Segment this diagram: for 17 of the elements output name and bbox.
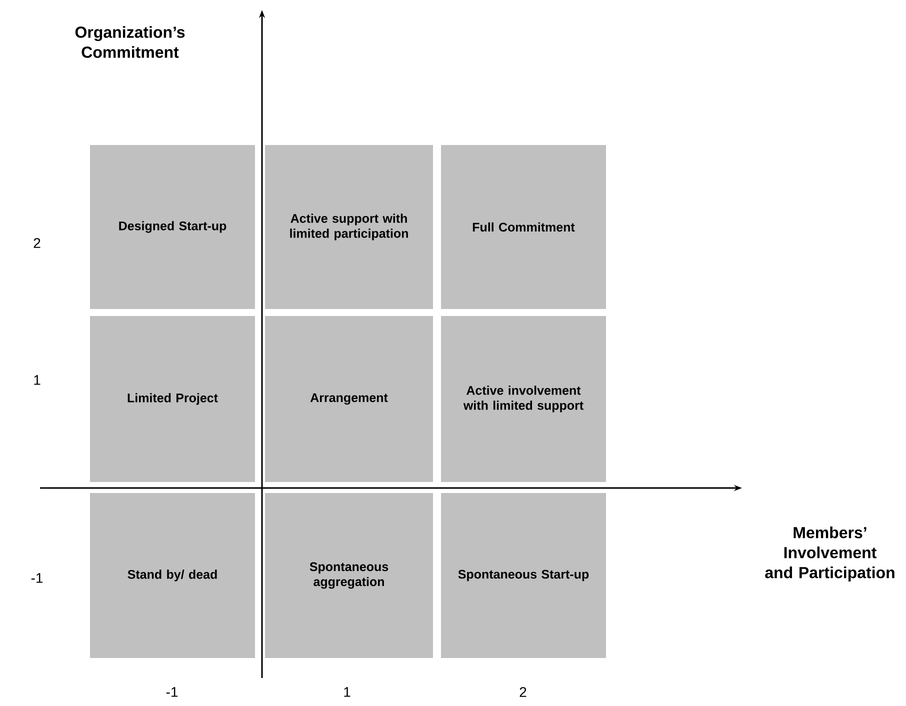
tick-label: -1 bbox=[166, 687, 178, 697]
grid-cell: Active support with limited participation bbox=[265, 145, 433, 309]
tick-label: 2 bbox=[34, 238, 40, 248]
axis-title: Members’ Involvement and Participation bbox=[765, 526, 894, 582]
grid-cell: Active involvement with limited support bbox=[441, 316, 606, 482]
tick-label: 1 bbox=[34, 375, 40, 385]
grid-cell: Limited Project bbox=[90, 316, 255, 482]
tick-label: 2 bbox=[520, 687, 526, 697]
grid-cell: Spontaneous aggregation bbox=[265, 492, 433, 658]
grid-cell: Designed Start-up bbox=[90, 145, 255, 309]
tick-label: 1 bbox=[344, 687, 350, 697]
grid-cell: Arrangement bbox=[265, 316, 433, 482]
grid-cell: Full Commitment bbox=[441, 145, 606, 309]
axis-title: Organization’s Commitment bbox=[75, 26, 185, 58]
grid-cell: Spontaneous Start-up bbox=[441, 492, 606, 658]
tick-label: -1 bbox=[31, 573, 43, 583]
grid-cell: Stand by/ dead bbox=[90, 492, 255, 658]
